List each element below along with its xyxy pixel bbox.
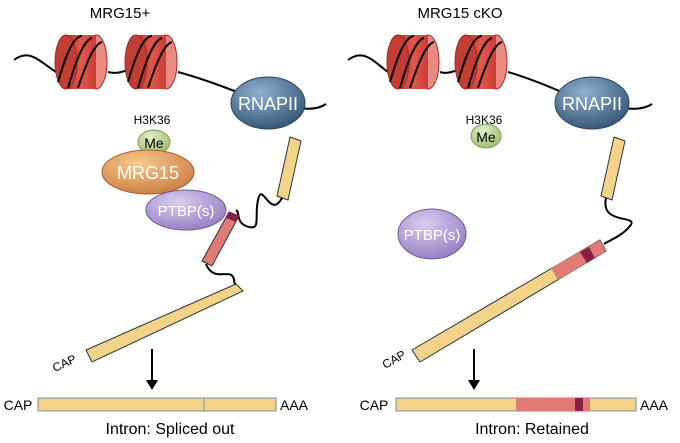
right-panel-title: MRG15 cKO: [417, 5, 502, 22]
right-rnapii: RNAPII: [554, 76, 630, 130]
left-h3k36-label: H3K36: [134, 113, 171, 127]
right-mrna: CAP AAA: [360, 397, 669, 413]
right-mrna-tail: AAA: [640, 397, 669, 413]
left-mrna-cap: CAP: [4, 397, 33, 413]
left-mrg15-label: MRG15: [117, 163, 179, 183]
left-panel-title: MRG15+: [90, 5, 151, 22]
right-ptbp: PTBP(s): [397, 208, 467, 260]
left-mrna: CAP AAA: [4, 397, 309, 413]
left-methyl-mark: Me: [137, 129, 171, 155]
left-mrna-tail: AAA: [280, 397, 309, 413]
right-cap-label: CAP: [380, 347, 408, 371]
right-ptbp-label: PTBP(s): [404, 227, 461, 244]
left-rnapii: RNAPII: [230, 76, 306, 130]
right-rnapii-label: RNAPII: [562, 94, 622, 114]
right-outcome-label: Intron: Retained: [475, 421, 589, 438]
right-methyl-mark: Me: [470, 123, 502, 149]
left-outcome-label: Intron: Spliced out: [106, 421, 236, 438]
right-nucleosome-2: [454, 34, 508, 90]
left-cap-label: CAP: [50, 352, 78, 375]
left-nucleosome-1: [54, 34, 108, 90]
left-rnapii-label: RNAPII: [238, 94, 298, 114]
right-h3k36-label: H3K36: [466, 113, 503, 127]
left-nucleosome-2: [124, 34, 178, 90]
left-mrg15: MRG15: [101, 149, 195, 195]
right-mrna-cap: CAP: [360, 397, 389, 413]
right-arrow: [468, 349, 480, 390]
right-nascent-rna: CAP: [380, 136, 633, 372]
left-ptbp-label: PTBP(s): [158, 203, 215, 220]
left-arrow: [146, 349, 158, 390]
right-nucleosome-1: [386, 34, 440, 90]
left-methyl-label: Me: [144, 135, 164, 151]
left-ptbp: PTBP(s): [145, 189, 227, 231]
right-methyl-label: Me: [476, 129, 496, 145]
right-chromatin-fiber: [347, 54, 653, 110]
left-nascent-rna: CAP: [50, 136, 302, 375]
left-chromatin-fiber: [13, 54, 327, 110]
right-panel: MRG15 cKO RNAPII H3K36 Me PTBP(s): [347, 5, 669, 438]
left-panel: MRG15+ RNAPII H3K36 Me: [4, 5, 327, 438]
